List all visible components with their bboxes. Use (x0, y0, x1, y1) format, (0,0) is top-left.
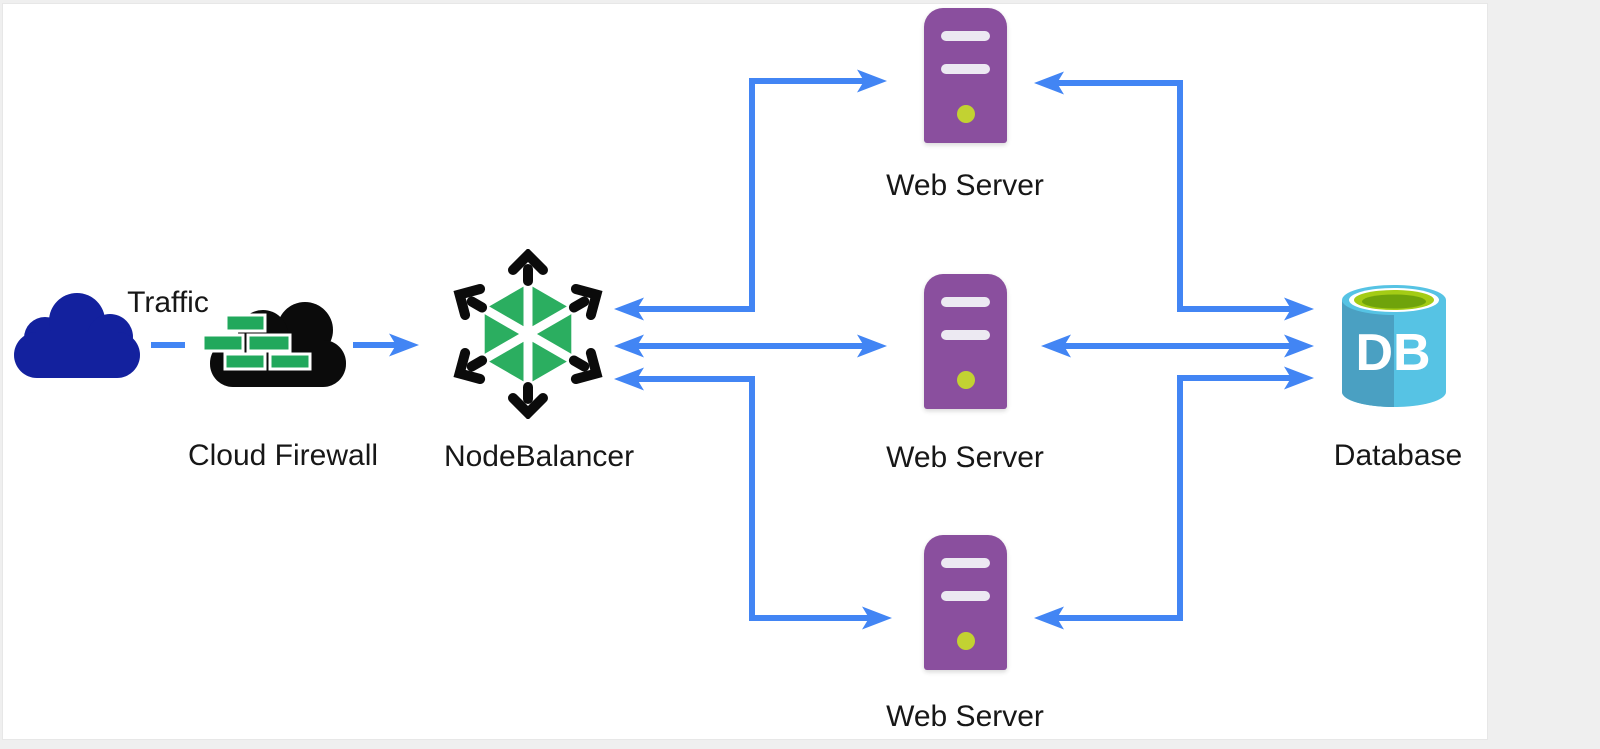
edge-webserver-bottom-database (1057, 375, 1291, 621)
server-slot (941, 297, 990, 307)
database-icon: DB (1342, 285, 1446, 407)
diagram-canvas: Traffic Cloud Firewall (2, 3, 1488, 740)
server-slot (941, 591, 990, 601)
edge-nodebalancer-webserver-top (637, 78, 864, 312)
arrowheads (389, 69, 1314, 630)
server-slot (941, 558, 990, 568)
server-slot (941, 64, 990, 74)
firewall-bricks (201, 313, 312, 371)
web-server-bottom-icon (924, 535, 1007, 670)
web-server-bottom-label: Web Server (886, 700, 1044, 733)
server-led (957, 105, 975, 123)
traffic-label: Traffic (127, 286, 209, 319)
database-label: Database (1333, 439, 1463, 472)
web-server-middle-icon (924, 274, 1007, 409)
traffic-cloud-icon (14, 293, 140, 378)
connector-layer (151, 69, 1314, 630)
server-led (957, 632, 975, 650)
nodebalancer-label: NodeBalancer (443, 440, 635, 473)
server-slot (941, 330, 990, 340)
web-server-middle-label: Web Server (886, 441, 1044, 474)
database-icon-text: DB (1355, 324, 1430, 382)
server-led (957, 371, 975, 389)
web-server-top-icon (924, 8, 1007, 143)
cloud-firewall-label: Cloud Firewall (187, 439, 379, 472)
server-slot (941, 31, 990, 41)
edge-webserver-top-database (1057, 80, 1291, 312)
cloud-firewall-icon (201, 302, 346, 387)
web-server-top-label: Web Server (886, 169, 1044, 202)
nodebalancer-icon (453, 249, 603, 419)
edge-nodebalancer-webserver-bottom (637, 376, 869, 621)
